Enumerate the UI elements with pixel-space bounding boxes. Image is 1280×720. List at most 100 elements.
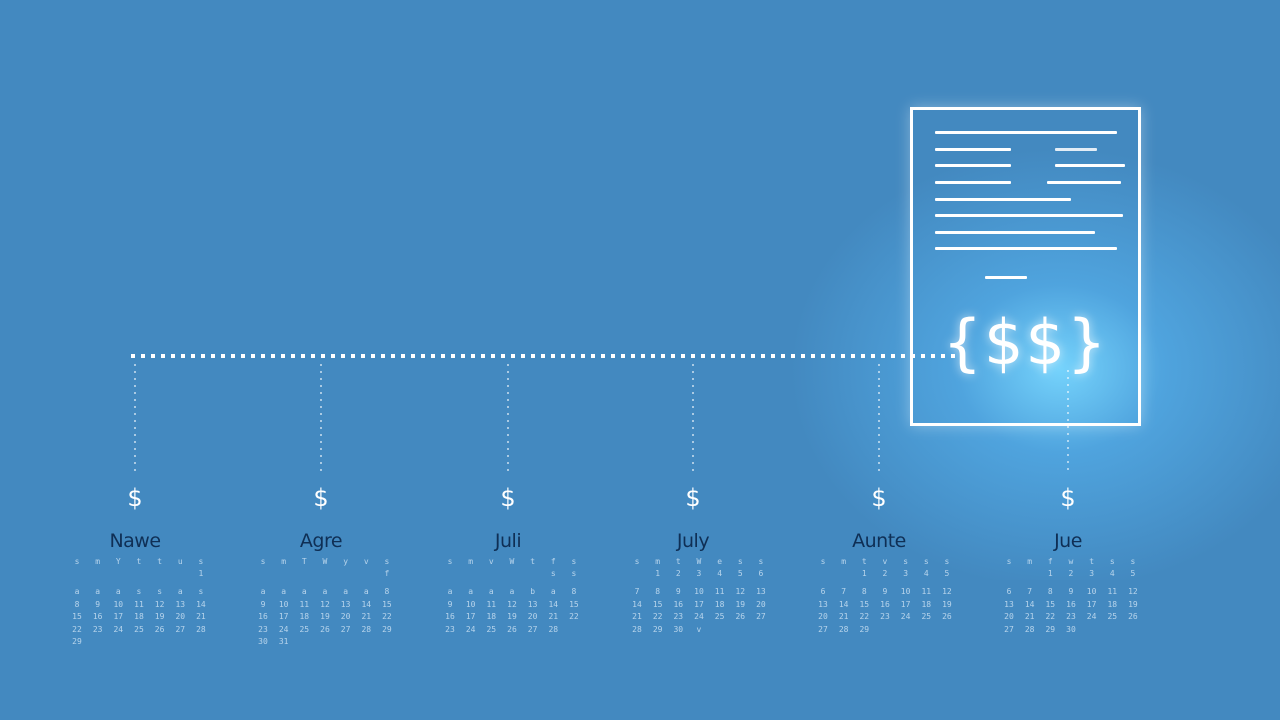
dollar-icon: $	[685, 484, 701, 512]
calendar-day: 19	[154, 612, 165, 622]
calendar-day: 19	[735, 599, 746, 609]
calendar-day: 19	[507, 612, 517, 622]
calendar-day: 8	[861, 587, 867, 597]
calendar-day	[545, 636, 561, 648]
calendar-day: a	[468, 587, 474, 597]
calendar-day: a	[447, 587, 453, 597]
calendar-day: 11	[714, 587, 725, 597]
weekday-label: m	[95, 557, 101, 566]
drop-lines-group	[134, 364, 1069, 474]
calendar-day: 17	[900, 599, 911, 609]
calendar-day	[1001, 636, 1017, 648]
month-label: Juli	[494, 530, 522, 552]
calendar-day: 1	[861, 569, 867, 579]
calendar-day: a	[115, 587, 121, 597]
calendar-day	[69, 568, 85, 586]
weekday-label: m	[655, 557, 661, 566]
calendar-day: 12	[942, 587, 952, 597]
calendar-day	[898, 624, 914, 636]
calendar-day: 27	[527, 624, 538, 634]
calendar-day	[1063, 636, 1079, 648]
doc-text-line	[935, 198, 1071, 201]
calendar-day: 29	[382, 624, 392, 634]
calendar-day	[898, 636, 914, 648]
calendar-day: 18	[299, 612, 310, 622]
calendar-day: 26	[507, 624, 517, 634]
calendar-day	[296, 636, 312, 648]
calendar-day: 23	[258, 624, 268, 634]
weekday-label: v	[882, 557, 888, 566]
calendar-day	[1001, 568, 1017, 586]
calendar-day	[358, 636, 374, 648]
weekday-label: t	[157, 557, 163, 566]
calendar-week-row	[442, 636, 582, 648]
calendar-day: 30	[673, 624, 684, 634]
weekday-label: u	[177, 557, 183, 566]
calendar-day	[131, 636, 147, 648]
calendar-day: 5	[944, 569, 950, 579]
calendar-day: 18	[1107, 599, 1118, 609]
calendar-day	[483, 636, 499, 648]
calendar-day	[815, 568, 831, 586]
calendar-day: 26	[320, 624, 330, 634]
calendar-day: 18	[921, 599, 932, 609]
calendar-day: 7	[634, 587, 640, 597]
calendar-day: 15	[382, 599, 392, 609]
calendar-day	[90, 636, 106, 648]
calendar-day	[732, 624, 748, 636]
calendar-day	[650, 636, 666, 648]
calendar-day: 5	[1130, 569, 1136, 579]
calendar-day: 22	[569, 612, 579, 622]
calendar-day	[483, 568, 499, 586]
calendar-day	[296, 568, 312, 586]
weekday-label: v	[488, 557, 494, 566]
weekday-label: t	[675, 557, 681, 566]
calendar-day: 20	[340, 612, 351, 622]
calendar-day: a	[343, 587, 349, 597]
weekday-label: s	[447, 557, 453, 566]
calendar-day	[1104, 636, 1120, 648]
calendar-day	[525, 568, 541, 586]
calendar-day	[317, 568, 333, 586]
calendar-day: 21	[838, 612, 849, 622]
calendar-day	[629, 636, 645, 648]
calendar-day: 16	[445, 612, 455, 622]
calendar-day: 11	[134, 599, 144, 609]
calendar-day: 27	[1004, 624, 1014, 634]
calendar-day	[152, 636, 168, 648]
weekday-label: m	[1027, 557, 1033, 566]
calendar-day: 7	[1027, 587, 1033, 597]
calendar-day: 20	[1004, 612, 1014, 622]
calendar-day	[110, 568, 126, 586]
calendar-day	[1042, 636, 1058, 648]
calendar-day: 16	[92, 612, 103, 622]
weekday-label: s	[820, 557, 826, 566]
calendar-day: 15	[859, 599, 870, 609]
weekday-label: W	[322, 557, 328, 566]
calendar-day: 1	[198, 569, 204, 579]
calendar-day: 10	[900, 587, 911, 597]
calendar-day	[504, 568, 520, 586]
calendar-day: 18	[486, 612, 497, 622]
weekday-label: y	[343, 557, 349, 566]
weekday-label: s	[1130, 557, 1136, 566]
calendar-day: 16	[1066, 599, 1076, 609]
calendar-day: 9	[260, 599, 266, 609]
calendar-day: a	[281, 587, 287, 597]
calendar-day: 16	[258, 612, 268, 622]
calendar-day	[691, 636, 707, 648]
calendar-day: 2	[1068, 569, 1074, 579]
